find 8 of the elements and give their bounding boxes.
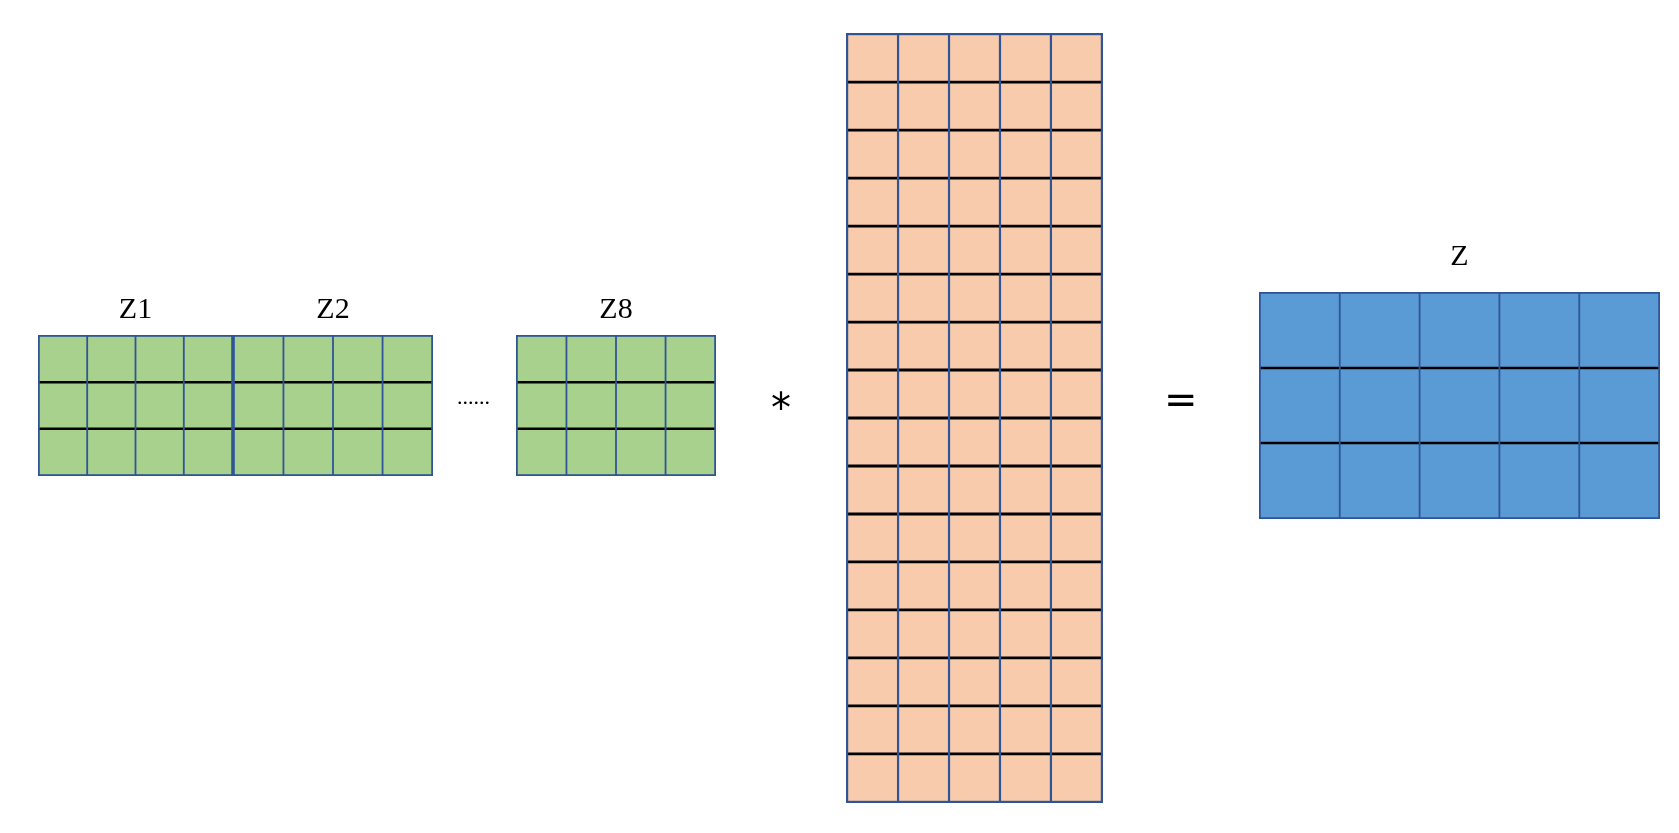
matrix-label: Z1 — [117, 291, 154, 325]
equals-sign: = — [1164, 376, 1198, 422]
matrix-label: Z — [1449, 238, 1470, 272]
ellipsis-dots: ...... — [457, 384, 490, 409]
matrix-label: Z8 — [598, 291, 634, 325]
multiply-sign: * — [771, 385, 791, 431]
matrix-grid — [846, 33, 1103, 803]
matrix-label: Z2 — [315, 291, 351, 325]
